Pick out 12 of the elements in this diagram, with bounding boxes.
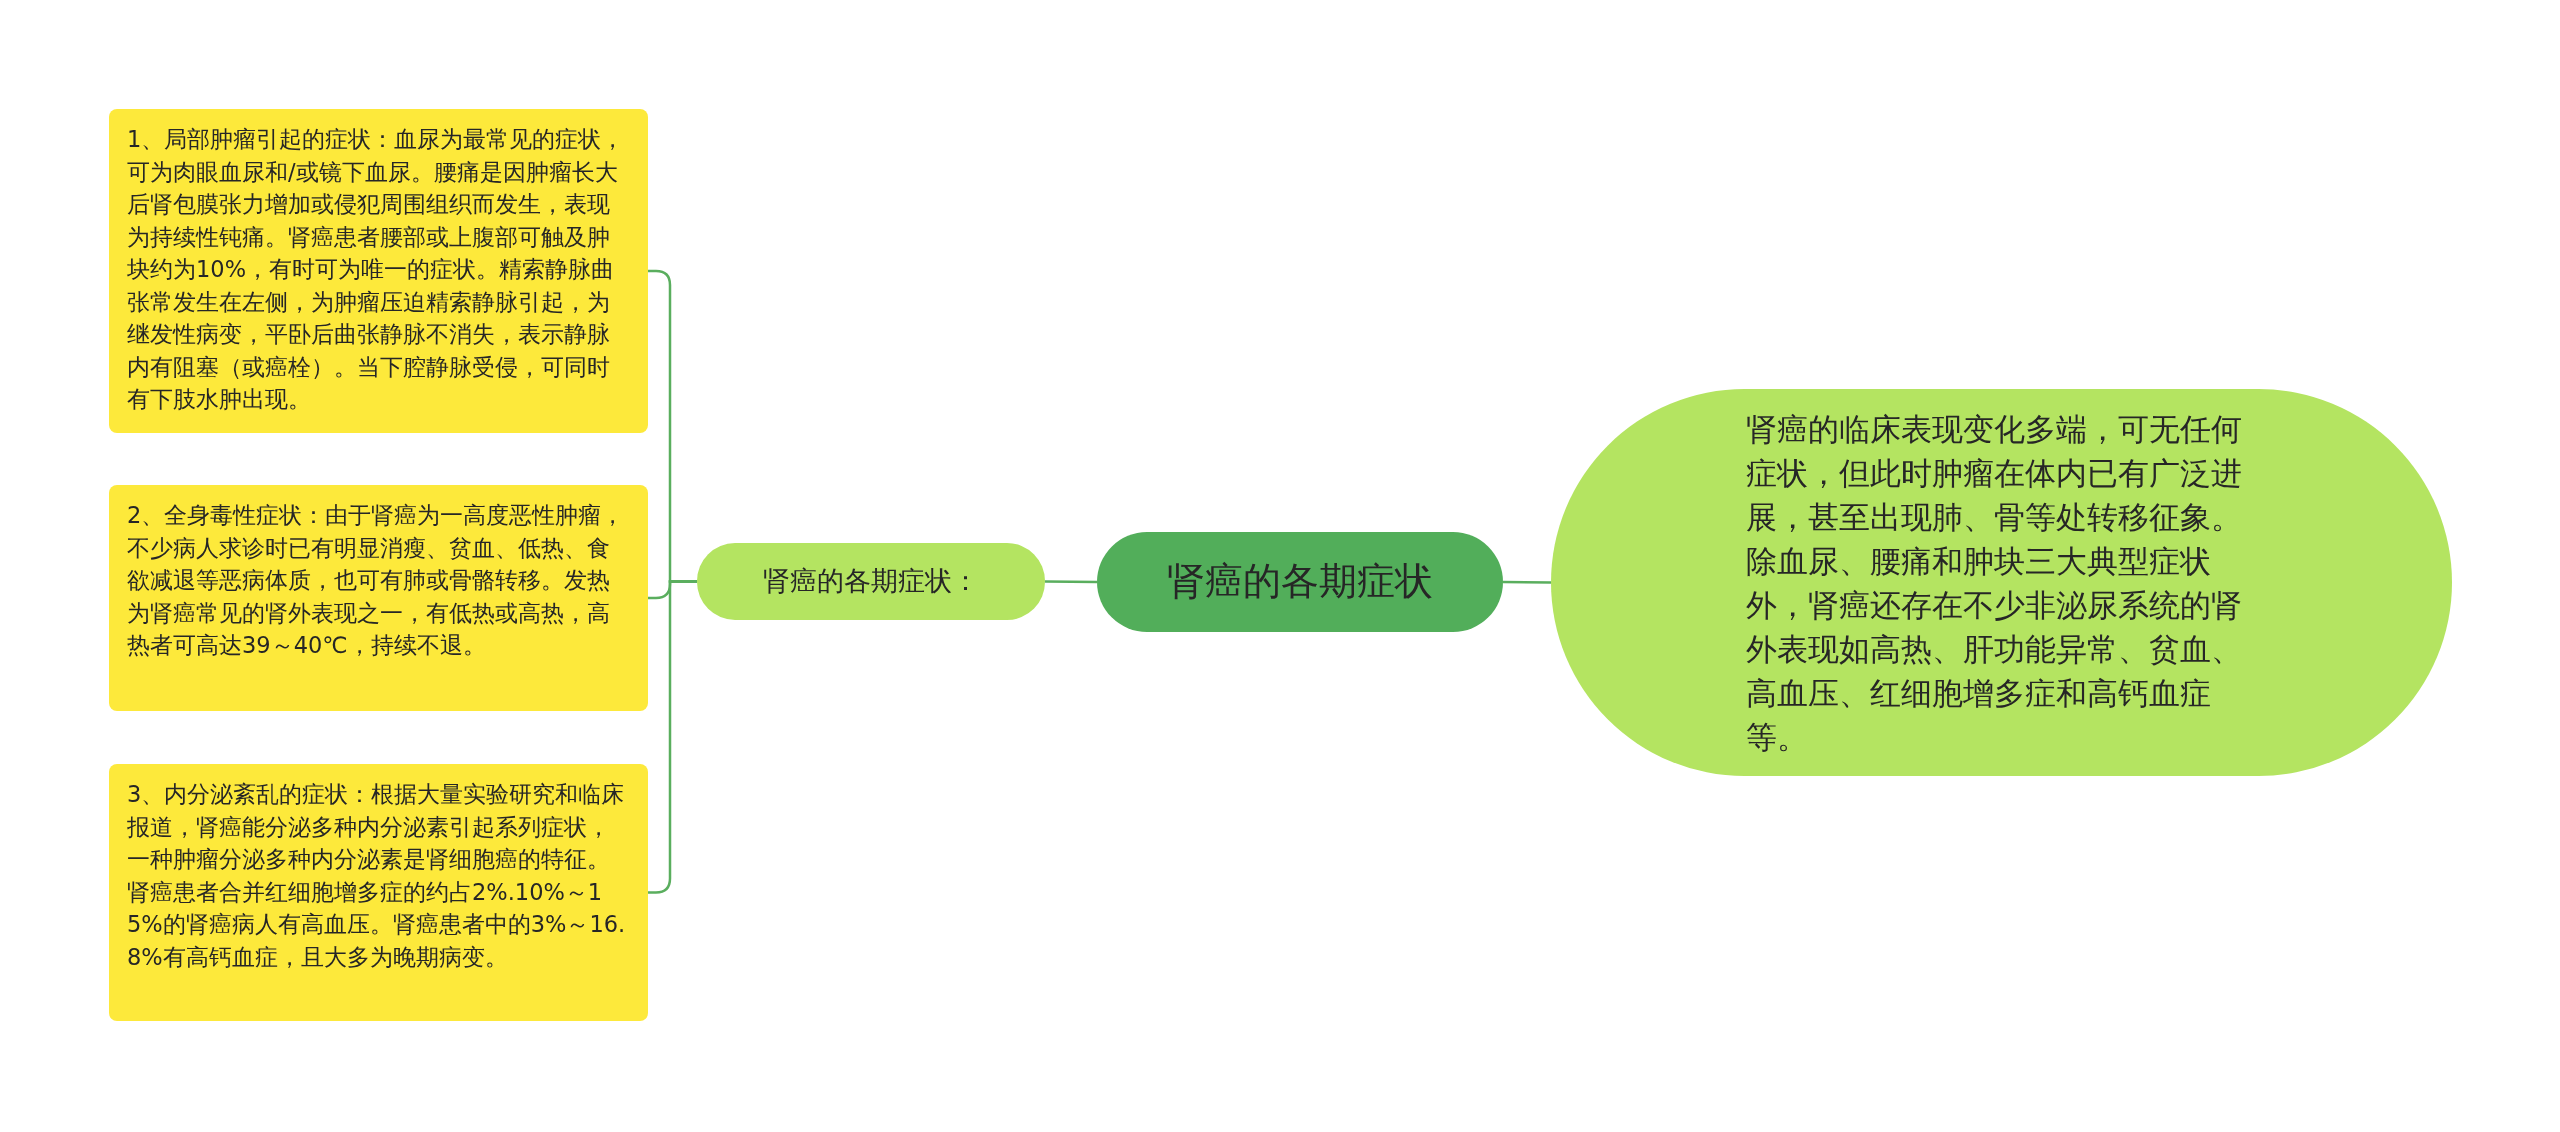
node-text: 1、局部肿瘤引起的症状：血尿为最常见的症状，可为肉眼血尿和/或镜下血尿。腰痛是因肿瘤长大后肾包膜张力增加或侵犯周围组织而发生，表现为持续性钝痛。肾癌患者腰部或上腹部可触及肿块约为10%，有时可为唯一的症状。精索静脉曲张常发生在左侧，为肿瘤压迫精索静脉引起，为继发性病变，平卧后曲张静脉不消失，表示静脉内有阻塞（或癌栓）。当下腔静脉受侵，可同时有下肢水肿出现。 [127, 125, 626, 414]
connector-line [1045, 580, 1097, 584]
note-card [109, 109, 648, 433]
node-text: 3、内分泌紊乱的症状：根据大量实验研究和临床报道，肾癌能分泌多种内分泌素引起系列症状，一种肿瘤分泌多种内分泌素是肾细胞癌的特征。肾癌患者合并红细胞增多症的约占2%.10%～15%的肾癌病人有高血压。肾癌患者中的3%～16.8%有高钙血症，且大多为晚期病变。 [127, 780, 627, 972]
note-card [109, 485, 648, 711]
node-text: 肾癌的临床表现变化多端，可无任何症状，但此时肿瘤在体内已有广泛进展，甚至出现肺、骨等处转移征象。除血尿、腰痛和肿块三大典型症状外，肾癌还存在不少非泌尿系统的肾外表现如高热、肝功能异常、贫血、高血压、红细胞增多症和高钙血症等。 [1746, 409, 2243, 757]
node-text: 肾癌的各期症状： [763, 565, 979, 598]
connector-line [648, 580, 697, 894]
connector-line [1503, 580, 1551, 584]
note-card [109, 764, 648, 1021]
node-text: 肾癌的各期症状 [1167, 559, 1433, 605]
node-text: 2、全身毒性症状：由于肾癌为一高度恶性肿瘤，不少病人求诊时已有明显消瘦、贫血、低热、食欲减退等恶病体质，也可有肺或骨骼转移。发热为肾癌常见的肾外表现之一，有低热或高热，高热者可高达39～40℃，持续不退。 [127, 501, 626, 660]
